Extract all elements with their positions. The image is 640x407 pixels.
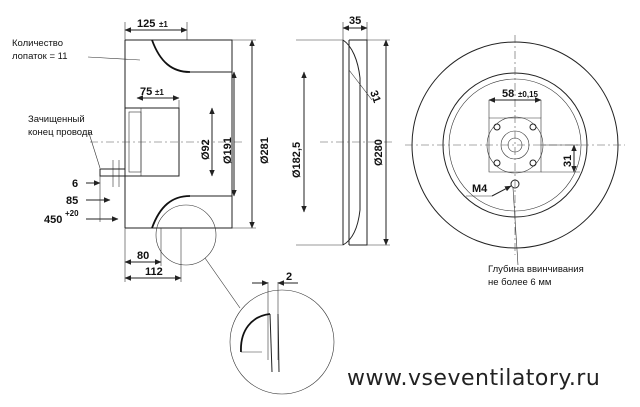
dim-31-profile: 31 xyxy=(367,89,382,105)
dim-80: 80 xyxy=(137,250,149,262)
dim-35: 35 xyxy=(349,15,361,27)
blades-label-line1: Количество xyxy=(12,38,63,49)
dim-31-front: 31 xyxy=(562,155,574,167)
dim-m4: M4 xyxy=(472,183,488,195)
dim-58: 58 xyxy=(502,88,514,100)
dim-d182: Ø182,5 xyxy=(291,142,303,178)
dim-125: 125 xyxy=(137,18,155,30)
dim-d281: Ø281 xyxy=(259,137,271,164)
profile-view: 35 31 Ø182,5 Ø280 xyxy=(291,15,392,246)
dim-6: 6 xyxy=(72,178,78,190)
front-view: 58 ±0,15 31 M4 Глубина ввинчивания не бо… xyxy=(405,35,625,288)
blades-label-line2: лопаток = 11 xyxy=(12,51,68,62)
detail-view: 2 xyxy=(229,271,335,395)
dim-d92: Ø92 xyxy=(200,139,212,160)
wire-label-line1: Зачищенный xyxy=(28,114,85,125)
dim-125-tol: ±1 xyxy=(159,20,168,29)
dim-450: 450 xyxy=(44,214,62,226)
side-view xyxy=(86,22,256,309)
dim-75: 75 xyxy=(140,86,152,98)
depth-note-line1: Глубина ввинчивания xyxy=(488,264,584,275)
dim-58-tol: ±0,15 xyxy=(518,90,539,99)
watermark: www.vseventilatory.ru xyxy=(347,366,600,391)
dim-d280: Ø280 xyxy=(373,139,385,166)
wire-label-line2: конец провода xyxy=(28,127,93,138)
depth-note-line2: не более 6 мм xyxy=(488,277,551,288)
dim-85: 85 xyxy=(66,195,78,207)
dim-75-tol: ±1 xyxy=(155,88,164,97)
dim-d191: Ø191 xyxy=(222,137,234,164)
side-view-dimensions: 125 ±1 75 ±1 Ø92 Ø191 Ø281 6 85 450 +20 … xyxy=(12,18,271,278)
dim-112: 112 xyxy=(145,266,163,278)
dim-detail-2: 2 xyxy=(286,271,292,283)
dim-450-tol: +20 xyxy=(65,209,79,218)
